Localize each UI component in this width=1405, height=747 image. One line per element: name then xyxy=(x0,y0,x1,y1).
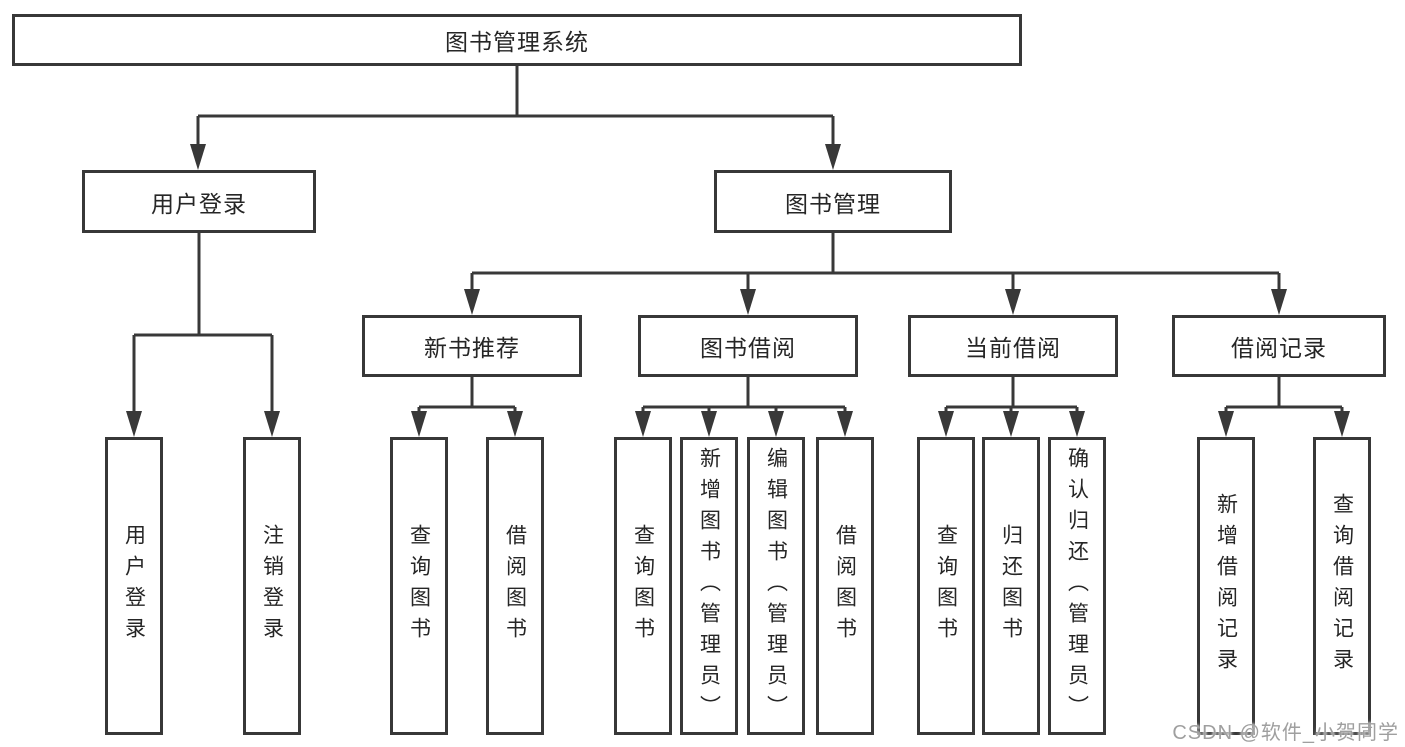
connector-root-to-level2 xyxy=(190,66,841,170)
arrow-down-icon xyxy=(825,144,841,170)
leaf-return-books: 归还图书 xyxy=(982,437,1040,735)
leaf-logout: 注销登录 xyxy=(243,437,301,735)
arrow-down-icon xyxy=(1334,411,1350,437)
arrow-down-icon xyxy=(1069,411,1085,437)
leaf-add-books-admin: 新增图书（管理员） xyxy=(680,437,738,735)
leaf-query-borrow-record: 查询借阅记录 xyxy=(1313,437,1371,735)
arrow-down-icon xyxy=(1005,289,1021,315)
node-new-book-recommend: 新书推荐 xyxy=(362,315,582,377)
connector-book-mgmt-children xyxy=(464,233,1287,315)
leaf-query-books-borrow: 查询图书 xyxy=(614,437,672,735)
leaf-query-books-current: 查询图书 xyxy=(917,437,975,735)
watermark: CSDN @软件_小贺同学 xyxy=(1172,722,1399,744)
arrow-down-icon xyxy=(126,411,142,437)
node-borrow-records: 借阅记录 xyxy=(1172,315,1386,377)
connector-user-login-children xyxy=(126,233,280,437)
arrow-down-icon xyxy=(701,411,717,437)
arrow-down-icon xyxy=(1218,411,1234,437)
arrow-down-icon xyxy=(635,411,651,437)
leaf-query-books-recommend: 查询图书 xyxy=(390,437,448,735)
node-current-borrow: 当前借阅 xyxy=(908,315,1118,377)
connector-new-book-children xyxy=(411,377,523,437)
arrow-down-icon xyxy=(938,411,954,437)
connector-borrow-record-children xyxy=(1218,377,1350,437)
leaf-confirm-return-admin: 确认归还（管理员） xyxy=(1048,437,1106,735)
arrow-down-icon xyxy=(464,289,480,315)
leaf-user-login: 用户登录 xyxy=(105,437,163,735)
node-book-management: 图书管理 xyxy=(714,170,952,233)
connector-book-borrow-children xyxy=(635,377,853,437)
arrow-down-icon xyxy=(740,289,756,315)
connector-current-borrow-children xyxy=(938,377,1085,437)
arrow-down-icon xyxy=(837,411,853,437)
node-book-borrow: 图书借阅 xyxy=(638,315,858,377)
arrow-down-icon xyxy=(507,411,523,437)
arrow-down-icon xyxy=(768,411,784,437)
leaf-borrow-books-recommend: 借阅图书 xyxy=(486,437,544,735)
leaf-edit-books-admin: 编辑图书（管理员） xyxy=(747,437,805,735)
leaf-add-borrow-record: 新增借阅记录 xyxy=(1197,437,1255,735)
node-root: 图书管理系统 xyxy=(12,14,1022,66)
arrow-down-icon xyxy=(411,411,427,437)
arrow-down-icon xyxy=(190,144,206,170)
arrow-down-icon xyxy=(1003,411,1019,437)
node-user-login: 用户登录 xyxy=(82,170,316,233)
arrow-down-icon xyxy=(264,411,280,437)
arrow-down-icon xyxy=(1271,289,1287,315)
leaf-borrow-books: 借阅图书 xyxy=(816,437,874,735)
